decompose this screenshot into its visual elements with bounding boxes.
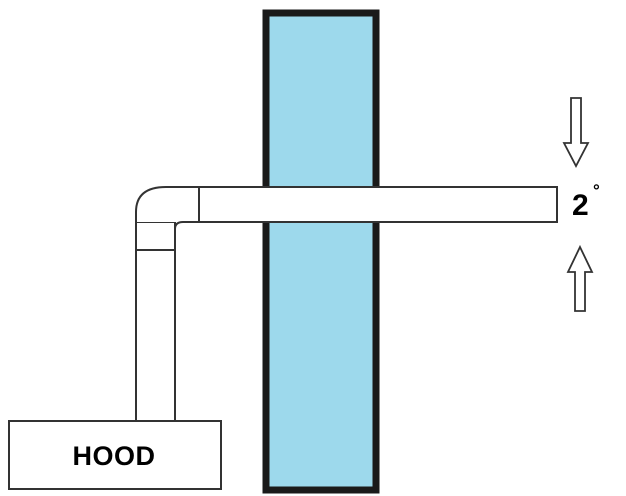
duct-elbow-inner (174, 221, 199, 250)
wall (262, 9, 380, 494)
duct-elbow-outer (135, 186, 199, 250)
vertical-duct (135, 221, 176, 422)
hood-label: HOOD (73, 441, 156, 471)
hood-box (8, 420, 222, 490)
horizontal-duct (198, 186, 558, 223)
duct-elbow (136, 187, 199, 222)
slope-unit: ° (593, 181, 600, 200)
slope-value: 2 (572, 189, 589, 222)
arrow-up-icon (566, 244, 594, 312)
arrow-down-icon (562, 97, 590, 168)
